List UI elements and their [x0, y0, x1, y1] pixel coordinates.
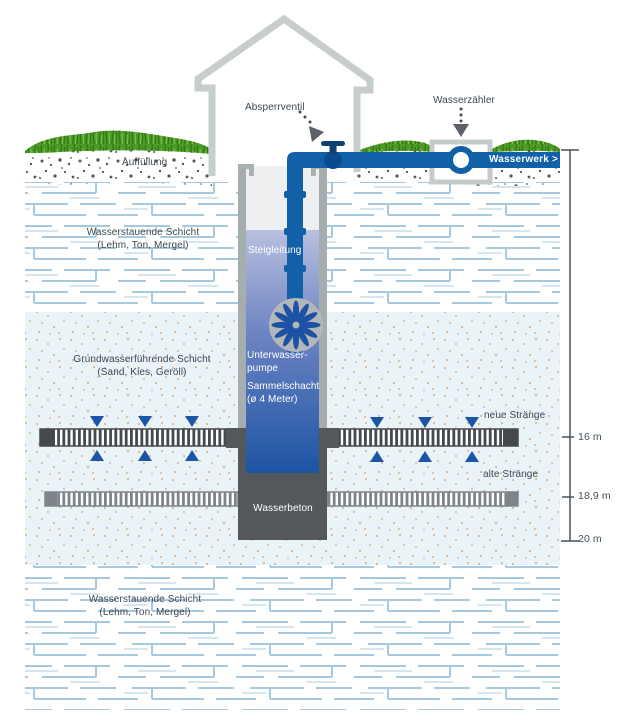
absperrventil-arrow-icon — [298, 110, 324, 142]
alte-straenge-label: alte Stränge — [483, 469, 539, 480]
water-meter-icon — [447, 146, 475, 174]
old-strand-left — [44, 491, 239, 507]
depth-18-9m-label: 18,9 m — [578, 490, 611, 502]
concrete-base — [226, 428, 339, 540]
pump-icon — [269, 298, 323, 352]
aquifer-label: Grundwasserführende Schicht (Sand, Kies,… — [73, 354, 211, 378]
depth-16m-label: 16 m — [578, 431, 602, 443]
aquitard-lower-label: Wasserstauende Schicht (Lehm, Ton, Merge… — [88, 594, 202, 618]
aquitard-upper-label: Wasserstauende Schicht (Lehm, Ton, Merge… — [86, 227, 200, 251]
steigleitung-label: Steigleitung — [248, 245, 302, 256]
wasserbeton-label: Wasserbeton — [253, 503, 313, 514]
auffuellung-label: Auffüllung — [122, 157, 168, 168]
grass-strip — [25, 130, 560, 154]
layer-aquitard-lower — [25, 565, 560, 710]
depth-20m-label: 20 m — [578, 533, 602, 545]
wasserzaehler-label: Wasserzähler — [433, 95, 495, 106]
unterwasserpumpe-label: Unterwasser- pumpe — [247, 350, 308, 374]
wasserwerk-label: Wasserwerk > — [489, 154, 559, 165]
collection-shaft — [238, 164, 327, 473]
old-strand-right — [326, 491, 519, 507]
wasserzaehler-arrow-icon — [453, 107, 469, 137]
valve-icon — [321, 141, 345, 169]
new-strand-left — [39, 428, 229, 447]
new-strand-right — [337, 428, 519, 447]
depth-scale — [561, 149, 579, 542]
absperrventil-label: Absperrventil — [245, 102, 305, 113]
house-outline — [194, 14, 374, 176]
water-pipe — [284, 152, 560, 353]
sammelschacht-label: Sammelschacht (ø 4 Meter) — [247, 381, 320, 405]
neue-straenge-label: neue Stränge — [484, 410, 546, 421]
